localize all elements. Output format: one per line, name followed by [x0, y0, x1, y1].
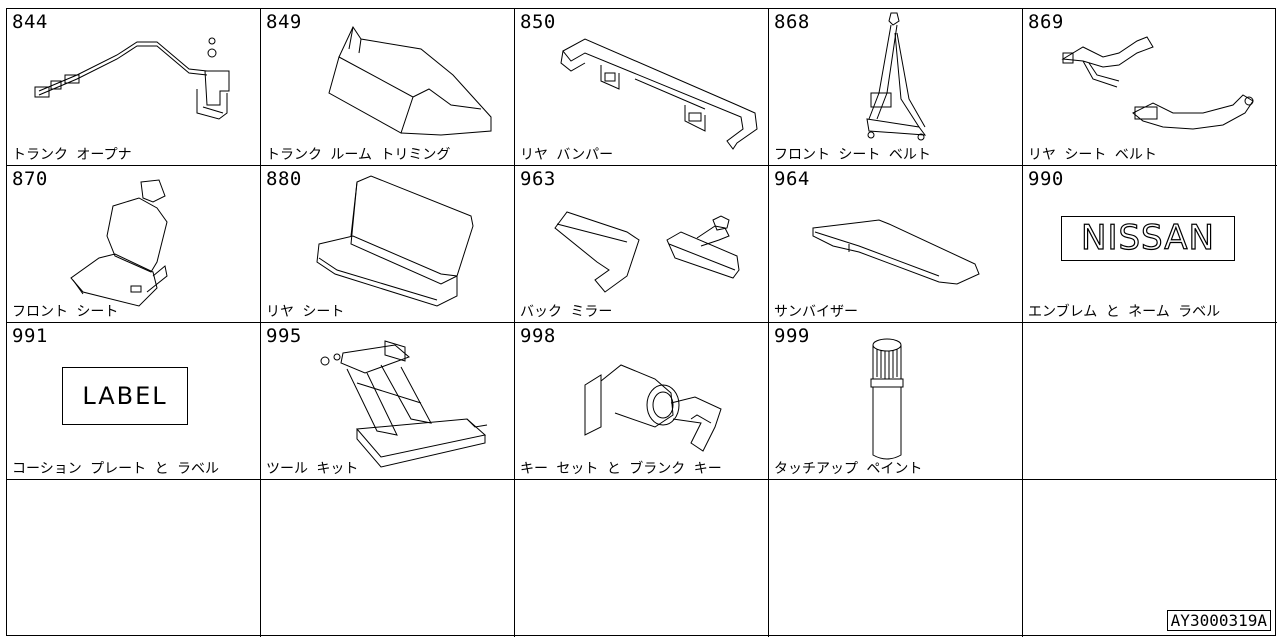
empty-cell	[1023, 323, 1277, 480]
part-label: ツール キット	[266, 461, 359, 477]
rear-view-mirror-illustration	[554, 211, 740, 293]
part-label: キー セット と ブランク キー	[520, 461, 722, 477]
parts-grid: 844 トランク オープナ 849	[6, 8, 1277, 637]
part-cell-850[interactable]: 850 リヤ バンパー	[515, 9, 769, 166]
part-cell-880[interactable]: 880 リヤ シート	[261, 166, 515, 323]
trunk-opener-illustration	[34, 37, 230, 120]
front-seatbelt-illustration	[866, 12, 927, 141]
front-seat-illustration	[70, 179, 168, 307]
rear-bumper-illustration	[560, 38, 758, 150]
part-cell-998[interactable]: 998 キー セット と ブランク キー	[515, 323, 769, 480]
empty-cell	[515, 480, 769, 637]
part-number: 868	[774, 11, 810, 33]
part-number: 991	[12, 325, 48, 347]
part-number: 844	[12, 11, 48, 33]
part-number: 963	[520, 168, 556, 190]
part-number: 850	[520, 11, 556, 33]
part-label: タッチアップ ペイント	[774, 461, 923, 477]
part-number: 999	[774, 325, 810, 347]
key-set-illustration	[584, 364, 722, 452]
part-cell-849[interactable]: 849 トランク ルーム トリミング	[261, 9, 515, 166]
part-number: 990	[1028, 168, 1064, 190]
part-number: 995	[266, 325, 302, 347]
part-label: リヤ シート ベルト	[1028, 147, 1157, 163]
empty-cell	[769, 480, 1023, 637]
sun-visor-illustration	[812, 219, 980, 285]
part-label: エンブレム と ネーム ラベル	[1028, 304, 1221, 320]
tool-kit-jack-illustration	[320, 340, 488, 468]
part-label: コーション プレート と ラベル	[12, 461, 220, 477]
part-number: 964	[774, 168, 810, 190]
rear-seatbelt-illustration	[1061, 36, 1254, 130]
touch-up-paint-illustration	[870, 338, 904, 460]
part-number: 880	[266, 168, 302, 190]
empty-cell	[7, 480, 261, 637]
part-label: トランク オープナ	[12, 147, 132, 163]
empty-cell	[261, 480, 515, 637]
part-cell-963[interactable]: 963 バック ミラー	[515, 166, 769, 323]
part-label: フロント シート	[12, 304, 119, 320]
part-label: フロント シート ベルト	[774, 147, 931, 163]
part-label: サンバイザー	[774, 304, 858, 320]
part-cell-991[interactable]: 991 LABEL コーション プレート と ラベル	[7, 323, 261, 480]
part-cell-999[interactable]: 999 タッチアップ ペイント	[769, 323, 1023, 480]
rear-seat-illustration	[316, 175, 474, 307]
part-cell-869[interactable]: 869 リヤ シート ベルト	[1023, 9, 1277, 166]
nissan-emblem: NISSAN	[1061, 216, 1235, 261]
part-number: 870	[12, 168, 48, 190]
part-label: トランク ルーム トリミング	[266, 147, 451, 163]
part-cell-870[interactable]: 870 フロント シート	[7, 166, 261, 323]
reference-code: AY3000319A	[1166, 610, 1271, 631]
part-number: 849	[266, 11, 302, 33]
part-label: リヤ バンパー	[520, 147, 614, 163]
part-label: リヤ シート	[266, 304, 345, 320]
part-cell-868[interactable]: 868 フロント シート ベルト	[769, 9, 1023, 166]
part-label: バック ミラー	[520, 304, 613, 320]
part-cell-995[interactable]: 995 ツール キット	[261, 323, 515, 480]
part-cell-844[interactable]: 844 トランク オープナ	[7, 9, 261, 166]
part-number: 869	[1028, 11, 1064, 33]
trunk-trimming-illustration	[328, 25, 492, 136]
part-cell-990[interactable]: 990 NISSAN エンブレム と ネーム ラベル	[1023, 166, 1277, 323]
part-number: 998	[520, 325, 556, 347]
caution-label-plate: LABEL	[62, 367, 188, 425]
part-cell-964[interactable]: 964 サンバイザー	[769, 166, 1023, 323]
